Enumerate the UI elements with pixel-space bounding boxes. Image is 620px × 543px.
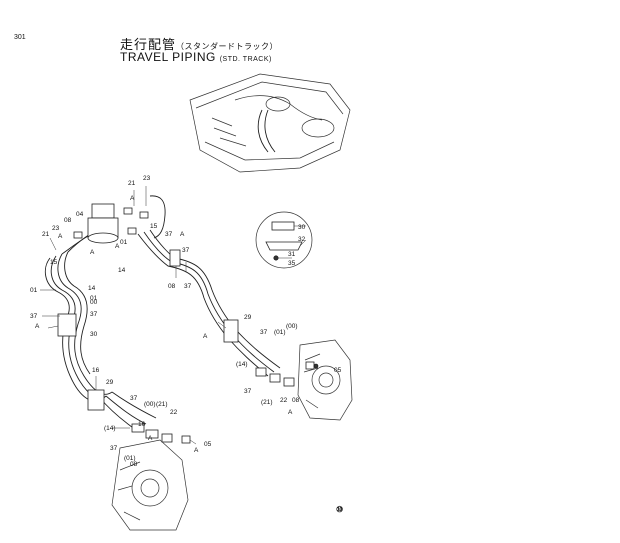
callout: (14) — [104, 425, 116, 432]
callout: 37 — [165, 231, 173, 238]
callout: 35 — [288, 260, 296, 267]
title-en-main: TRAVEL PIPING — [120, 50, 216, 64]
callout: A — [130, 195, 135, 202]
travel-motor-left — [111, 439, 189, 531]
callout: 04 — [76, 211, 84, 218]
callout: 29 — [244, 314, 252, 321]
callout: 23 — [143, 175, 151, 182]
callout: 05 — [334, 367, 342, 374]
title-ja-main: 走行配管 — [120, 37, 177, 52]
callout: 23 — [52, 225, 60, 232]
callout: (21) — [156, 401, 168, 408]
callout: 00 — [90, 299, 98, 306]
callout: (14) — [236, 361, 248, 368]
callout: 01 — [120, 239, 128, 246]
callout: A — [148, 435, 153, 442]
motor-fittings — [131, 361, 315, 444]
callout: 22 — [170, 409, 178, 416]
title-ja-sub: （スタンダードトラック） — [176, 42, 279, 51]
title-english: TRAVEL PIPING (STD. TRACK) — [120, 50, 272, 64]
callout: 29 — [106, 379, 114, 386]
callout: (00) — [286, 323, 298, 330]
leader-lines — [40, 186, 227, 445]
callout: 31 — [288, 251, 296, 258]
callout: 15 — [50, 259, 58, 266]
callout: 37 — [130, 395, 138, 402]
callout: 14 — [88, 285, 96, 292]
callout: 08 — [130, 461, 138, 468]
footer-mark: ⑩ — [336, 505, 344, 514]
callout: 08 — [292, 397, 300, 404]
callout: 37 — [182, 247, 190, 254]
callout: A — [194, 447, 199, 454]
callout: (01) — [124, 455, 136, 462]
callout: A — [115, 243, 120, 250]
callout: 30 — [298, 224, 306, 231]
callout: 37 — [30, 313, 38, 320]
swivel-joint — [73, 203, 149, 244]
callout: A — [288, 409, 293, 416]
callout: 37 — [90, 311, 98, 318]
track-reference-sketch — [189, 73, 351, 173]
callout: 37 — [244, 388, 252, 395]
callout: 37 — [110, 445, 118, 452]
callout: (21) — [261, 399, 273, 406]
callout: 15 — [150, 223, 158, 230]
callout: 01 — [30, 287, 38, 294]
callout: 14 — [118, 267, 126, 274]
callout: 21 — [42, 231, 50, 238]
callout: A — [35, 323, 40, 330]
callout: 32 — [298, 236, 306, 243]
callout-labels: 21 23 A 08 04 A 23 21 01 15 A 14 14 00 3… — [30, 175, 342, 468]
callout: 01 — [90, 295, 98, 302]
detail-inset — [255, 211, 313, 269]
title-en-sub: (STD. TRACK) — [219, 56, 272, 63]
hose-clamps — [57, 249, 239, 411]
travel-motor-right — [297, 339, 353, 421]
callout: A — [90, 249, 95, 256]
callout: 05 — [204, 441, 212, 448]
callout: 22 — [280, 397, 288, 404]
page-number: 301 — [14, 34, 26, 41]
callout: 08 — [168, 283, 176, 290]
callout: 08 — [64, 217, 72, 224]
callout: A — [58, 233, 63, 240]
callout: 16 — [92, 367, 100, 374]
callout: 30 — [90, 331, 98, 338]
callout: 21 — [128, 180, 136, 187]
title-japanese: 走行配管（スタンダードトラック） — [120, 34, 278, 53]
callout: (00) — [144, 401, 156, 408]
callout: 16 — [138, 421, 146, 428]
callout: 37 — [184, 283, 192, 290]
callout: A — [180, 231, 185, 238]
callout: A — [203, 333, 208, 340]
callout: (01) — [274, 329, 286, 336]
hose-bundle — [44, 195, 281, 431]
callout: 37 — [260, 329, 268, 336]
